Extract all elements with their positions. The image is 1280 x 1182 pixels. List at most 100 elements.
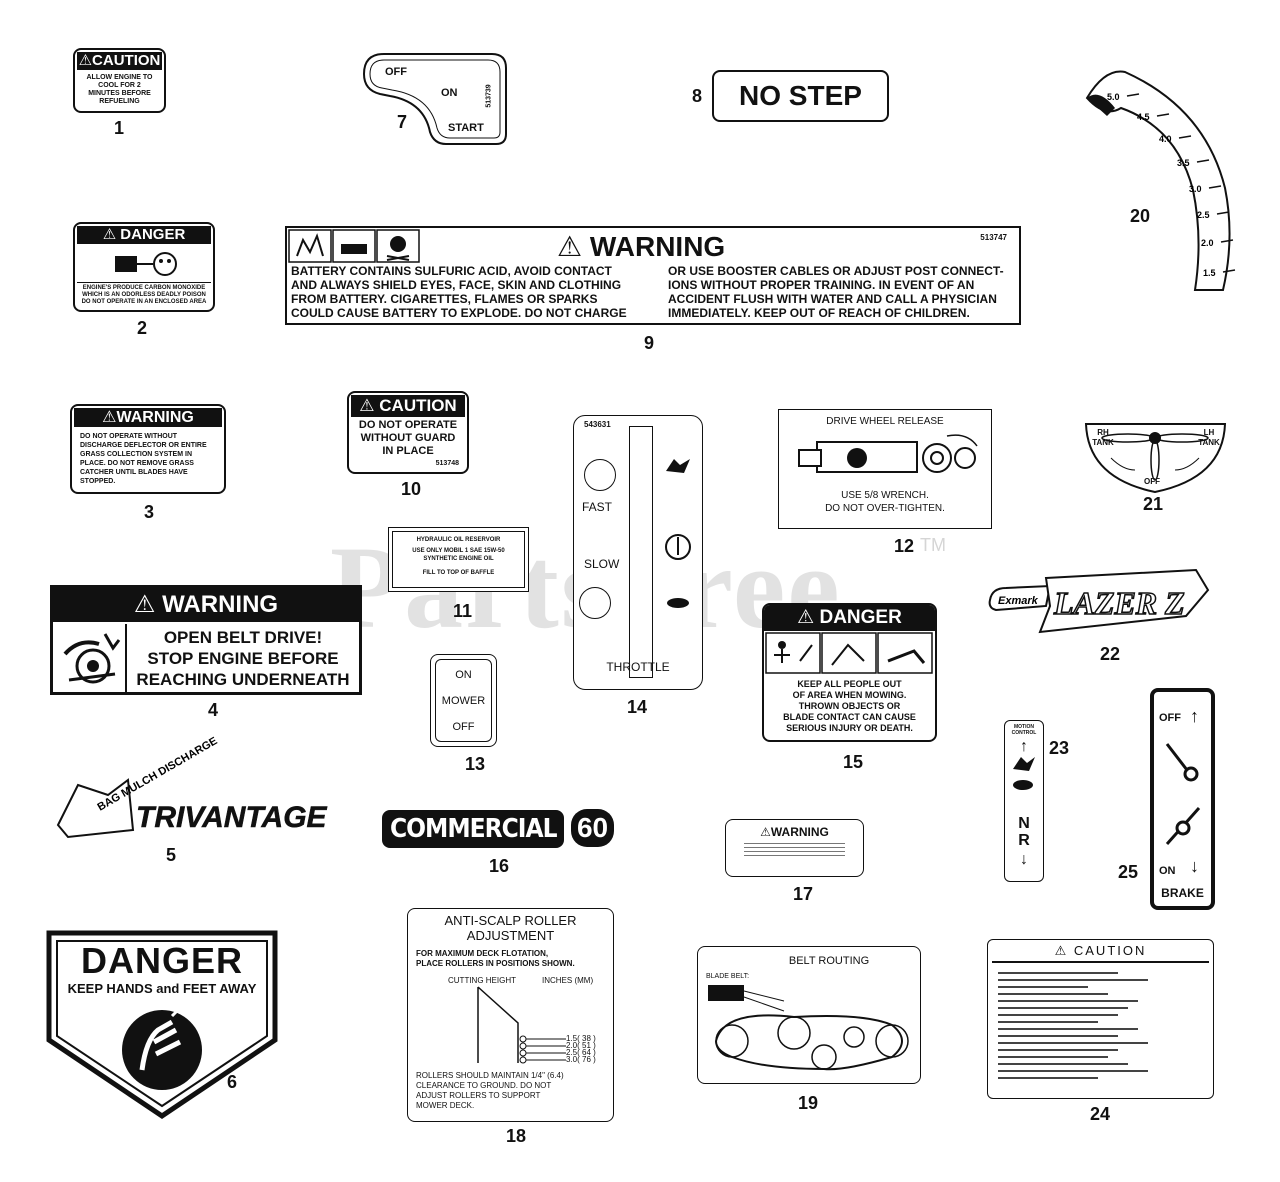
decal-7-start: START xyxy=(448,122,484,134)
down-arrow-icon: ↓ xyxy=(1190,856,1199,876)
callout-22: 22 xyxy=(1100,644,1121,664)
callout-19: 19 xyxy=(798,1093,819,1113)
decal-24-header: ⚠ CAUTION xyxy=(1054,943,1147,958)
decal-21-off: OFF xyxy=(1144,477,1160,486)
decal-13-mower-switch: ON MOWER OFF xyxy=(430,654,497,747)
decal-1-body: ALLOW ENGINE TO COOL FOR 2 MINUTES BEFOR… xyxy=(86,74,153,105)
decal-12-line-2: DO NOT OVER-TIGHTEN. xyxy=(825,503,945,514)
fine-print-line xyxy=(998,1048,1118,1051)
decal-25-brake: BRAKE xyxy=(1161,886,1204,900)
decal-1-header: ⚠CAUTION xyxy=(77,52,162,70)
decal-12-line-1: USE 5/8 WRENCH. xyxy=(841,490,929,501)
decal-8-no-step: NO STEP xyxy=(712,70,889,122)
decal-10-line-1: DO NOT OPERATE xyxy=(358,419,458,431)
battery-icon xyxy=(341,244,367,254)
decal-18-row: 2.5( 64 ) xyxy=(566,1048,596,1057)
decal-25-off: OFF xyxy=(1159,712,1181,724)
fine-print-line xyxy=(998,985,1088,988)
fine-print-line xyxy=(998,999,1138,1002)
decal-19-belt-routing: BELT ROUTING BLADE BELT: xyxy=(697,946,921,1084)
decal-10-caution-guard: ⚠ CAUTION DO NOT OPERATE WITHOUT GUARD I… xyxy=(347,391,469,474)
decal-25-brake: OFF ↑ ON ↓ BRAKE xyxy=(1150,688,1215,910)
callout-25: 25 xyxy=(1118,862,1139,882)
decal-17-warning: ⚠WARNING xyxy=(725,819,864,877)
fine-print-line xyxy=(998,1034,1118,1037)
gauge-tick-mark xyxy=(1222,269,1236,273)
decal-12-drive-wheel-release: DRIVE WHEEL RELEASE USE 5/8 WRENCH. DO N… xyxy=(778,409,992,529)
decal-2-danger-carbon-monoxide: ⚠ DANGER ENGINE'S PRODUCE CARBON MONOXID… xyxy=(73,222,215,312)
gauge-ticks: 5.04.54.03.53.02.52.01.5 xyxy=(1107,92,1236,278)
decal-14-icons xyxy=(665,459,691,608)
fine-print-line xyxy=(998,971,1118,974)
decal-1-caution-refuel: ⚠CAUTION ALLOW ENGINE TO COOL FOR 2 MINU… xyxy=(73,48,166,113)
decal-6-sub: KEEP HANDS and FEET AWAY xyxy=(67,981,257,996)
decal-18-title-1: ANTI-SCALP ROLLER xyxy=(444,913,577,928)
decal-18-col-1: CUTTING HEIGHT xyxy=(448,976,516,985)
decal-22-exmark-lazer-z: Exmark LAZER Z xyxy=(988,568,1210,634)
decal-18-row: 1.5( 38 ) xyxy=(566,1034,596,1043)
decal-9-part: 513747 xyxy=(980,233,1007,242)
decal-18-row: 2.0( 51 ) xyxy=(566,1041,596,1050)
decal-9-col1-line: AND ALWAYS SHIELD EYES, FACE, SKIN AND C… xyxy=(291,278,622,292)
decal-4-line-3: REACHING UNDERNEATH xyxy=(136,670,350,689)
decal-22-brand: Exmark xyxy=(998,595,1039,607)
decal-10-header: ⚠ CAUTION xyxy=(351,395,465,417)
decal-23-n: N xyxy=(1018,815,1030,832)
decal-23-r: R xyxy=(1018,832,1030,849)
callout-10: 10 xyxy=(401,479,422,499)
callout-15: 15 xyxy=(843,752,864,772)
callout-5: 5 xyxy=(166,845,177,865)
thrown-object-icon xyxy=(831,643,865,666)
callout-14: 14 xyxy=(627,697,648,717)
decal-9-col1-line: FROM BATTERY. CIGARETTES, FLAMES OR SPAR… xyxy=(291,292,598,306)
decal-17-header: ⚠WARNING xyxy=(760,825,829,839)
turtle-icon xyxy=(1013,780,1033,790)
decal-25-on: ON xyxy=(1159,865,1176,877)
gauge-tick-mark xyxy=(1216,211,1230,215)
decal-3-body: DO NOT OPERATE WITHOUT DISCHARGE DEFLECT… xyxy=(80,433,207,485)
decal-8-text: NO STEP xyxy=(739,80,862,111)
decal-18-anti-scalp-roller: ANTI-SCALP ROLLER ADJUSTMENT FOR MAXIMUM… xyxy=(407,908,614,1122)
watermark-tm: TM xyxy=(920,535,946,555)
gauge-tick-mark xyxy=(1126,93,1140,97)
callout-12: 12 xyxy=(894,536,915,556)
decal-18-foot-line: ADJUST ROLLERS TO SUPPORT xyxy=(416,1091,541,1100)
decal-18-col-2: INCHES (MM) xyxy=(542,976,594,985)
gauge-tick-label: 3.0 xyxy=(1189,184,1202,194)
decal-9-col1-line: BATTERY CONTAINS SULFURIC ACID, AVOID CO… xyxy=(291,264,612,278)
decal-9-battery-warning: ⚠ WARNING 513747 BATTERY CONTAINS SULFUR… xyxy=(285,226,1021,325)
decal-10-line-3: IN PLACE xyxy=(382,445,434,457)
decal-16-text: COMMERCIAL xyxy=(382,810,565,848)
decal-2-body: ENGINE'S PRODUCE CARBON MONOXIDE WHICH I… xyxy=(77,282,211,306)
callout-24: 24 xyxy=(1090,1104,1111,1124)
decal-11-line-1: HYDRAULIC OIL RESERVOIR xyxy=(416,537,501,543)
gauge-tick-label: 5.0 xyxy=(1107,92,1120,102)
fine-print-line xyxy=(998,992,1108,995)
gauge-tick-label: 2.0 xyxy=(1201,238,1214,248)
callout-8: 8 xyxy=(692,86,703,106)
decal-7-on: ON xyxy=(441,87,458,99)
decal-9-col1-line: COULD CAUSE BATTERY TO EXPLODE. DO NOT C… xyxy=(291,306,627,320)
up-arrow-icon: ↑ xyxy=(1020,738,1028,755)
decal-18-intro-1: FOR MAXIMUM DECK FLOTATION, xyxy=(416,949,549,958)
gauge-tick-mark xyxy=(1220,239,1234,243)
skull-icon xyxy=(390,236,406,252)
callout-16: 16 xyxy=(489,856,510,876)
decal-15-body-line: BLADE CONTACT CAN CAUSE xyxy=(783,712,916,722)
decal-11-hydraulic-oil: HYDRAULIC OIL RESERVOIR USE ONLY MOBIL 1… xyxy=(388,527,529,592)
decal-4-warning-belt-drive: ⚠ WARNING OPEN BELT DRIVE! STOP ENGINE B… xyxy=(50,585,362,695)
decal-18-row: 3.0( 76 ) xyxy=(566,1055,596,1064)
decal-15-body-line: KEEP ALL PEOPLE OUT xyxy=(797,679,902,689)
decal-14-slow: SLOW xyxy=(584,557,620,571)
fine-print-line xyxy=(998,978,1148,981)
fine-print-line xyxy=(998,1027,1138,1030)
decal-14-throttle: THROTTLE xyxy=(606,660,670,674)
decal-7-part: 513739 xyxy=(485,84,493,108)
decal-9-col2-line: IONS WITHOUT PROPER TRAINING. IN EVENT O… xyxy=(668,278,975,292)
callout-2: 2 xyxy=(137,318,148,338)
decal-18-foot-line: MOWER DECK. xyxy=(416,1101,475,1110)
decal-6-header: DANGER xyxy=(80,940,243,981)
fine-print-line xyxy=(998,1013,1118,1016)
callout-3: 3 xyxy=(144,502,155,522)
exhaust-hazard-icon xyxy=(115,252,177,276)
